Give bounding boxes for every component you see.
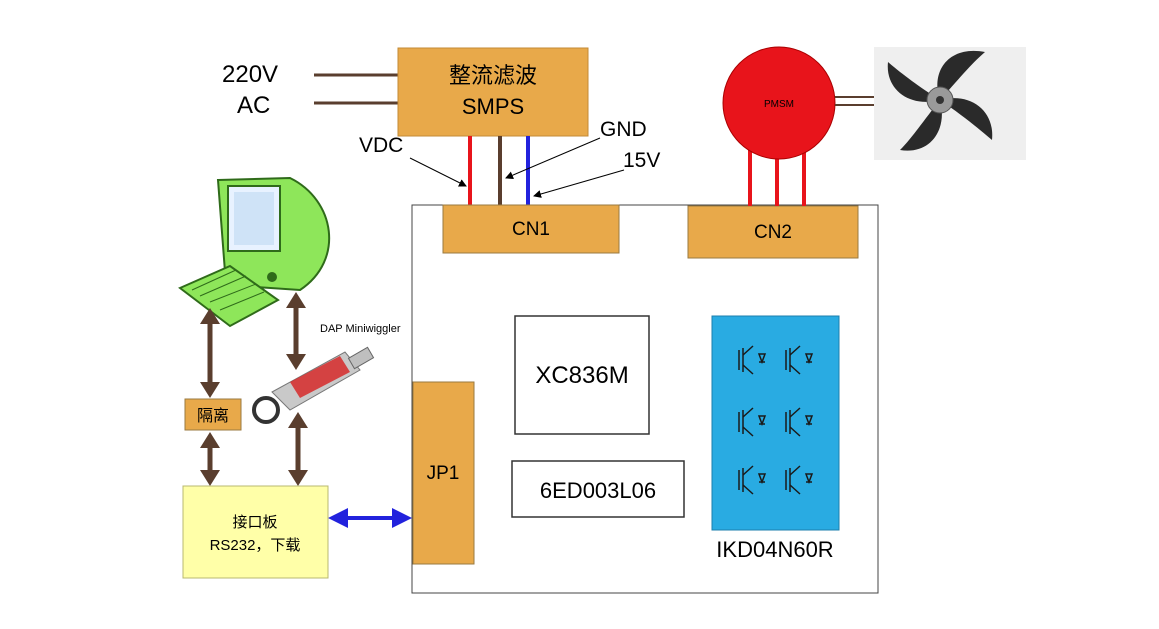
vdc-pointer — [409, 157, 467, 187]
jp1-link-arrow — [328, 508, 412, 528]
debugger-image — [252, 346, 375, 424]
driver-chip — [511, 460, 685, 518]
jp1-connector — [412, 381, 475, 565]
v15-pointer — [533, 169, 625, 198]
isolation-box — [184, 398, 242, 431]
interface-title: 接口板 — [232, 513, 277, 531]
pmsm-label: PMSM — [764, 99, 794, 110]
pc-to-isolation-arrow — [200, 308, 220, 398]
cn1-label: CN1 — [512, 219, 550, 240]
fan-image — [874, 47, 1026, 160]
mcu-label: XC836M — [535, 362, 628, 389]
voltage-label: 220V — [222, 61, 278, 88]
isolation-label: 隔离 — [197, 407, 229, 425]
v15-label: 15V — [623, 149, 660, 172]
debugger-to-interface-arrow — [288, 412, 308, 486]
computer-icon — [178, 176, 331, 328]
gnd-pointer — [505, 137, 601, 179]
smps-title-en: SMPS — [462, 94, 524, 119]
cn1-connector — [442, 204, 620, 254]
interface-subtitle: RS232，下载 — [210, 537, 301, 554]
jp1-label: JP1 — [427, 463, 460, 484]
ac-label: AC — [237, 92, 270, 119]
igbt-symbols — [738, 345, 814, 495]
cn2-connector — [687, 205, 859, 259]
driver-label: 6ED003L06 — [540, 478, 656, 503]
mcu-chip — [514, 315, 650, 435]
cn2-label: CN2 — [754, 222, 792, 243]
isolation-to-interface-arrow — [200, 432, 220, 486]
debugger-label: DAP Miniwiggler — [320, 323, 401, 335]
pmsm-motor — [722, 46, 836, 160]
igbt-label: IKD04N60R — [716, 537, 833, 562]
igbt-panel — [711, 315, 840, 531]
pc-to-debugger-arrow — [286, 292, 306, 370]
gnd-label: GND — [600, 118, 647, 141]
smps-title-cn: 整流滤波 — [449, 63, 537, 88]
smps-box — [397, 47, 589, 137]
vdc-label: VDC — [359, 134, 403, 157]
interface-board — [182, 485, 329, 579]
